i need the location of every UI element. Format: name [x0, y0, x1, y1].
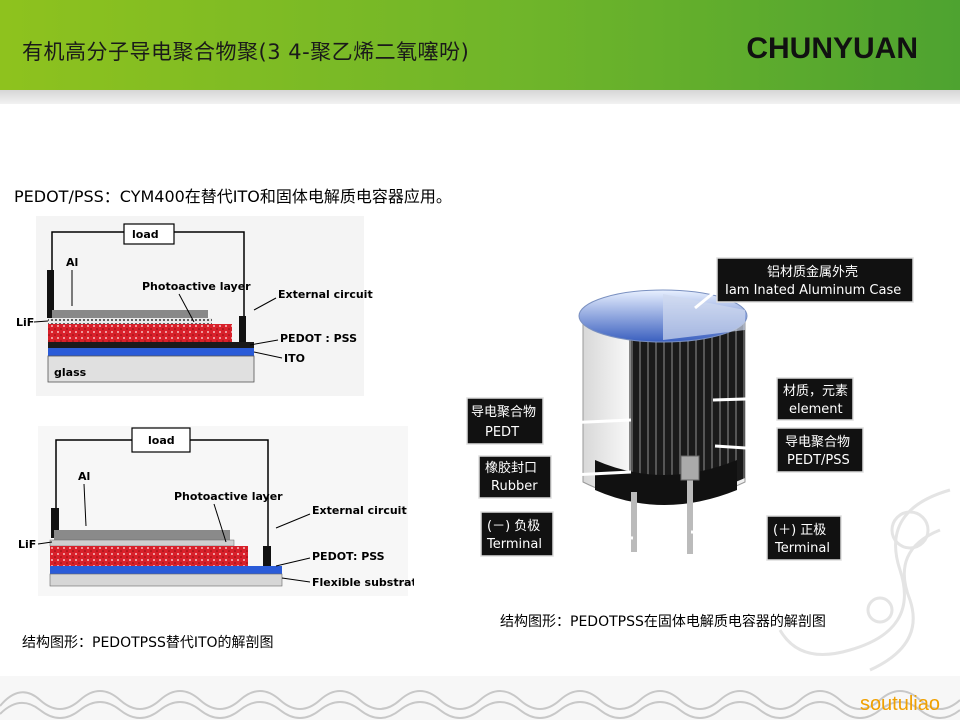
photoactive-layer	[48, 324, 232, 342]
positive-callout-line	[690, 530, 768, 536]
pedt-left-callout-box	[466, 397, 544, 445]
capacitor-caption: 结构图形：PEDOTPSS在固体电解质电容器的解剖图	[500, 614, 826, 630]
ito-layer	[50, 566, 282, 574]
capacitor-cutaway-diagram: 铝材质金属外壳 Iam Inated Aluminum Case 材质，元素 e…	[466, 257, 914, 561]
element-cn-label: 材质，元素	[783, 384, 848, 399]
al-electrode-post	[51, 508, 59, 538]
case-cn-label: 铝材质金属外壳	[767, 264, 858, 280]
pedot-layer	[48, 342, 254, 348]
positive-cn-label: (＋) 正极	[773, 523, 826, 538]
lif-arrow	[37, 541, 53, 545]
photoactive-label: Photoactive layer	[174, 490, 283, 503]
photoactive-layer	[50, 546, 248, 566]
al-electrode-post	[47, 270, 54, 318]
case-en-label: Iam Inated Aluminum Case	[725, 283, 901, 298]
decorative-cloud-border	[0, 676, 960, 720]
external-arrow	[253, 297, 277, 311]
pedot-label: PEDOT : PSS	[280, 332, 357, 345]
rubber-en-label: Rubber	[491, 479, 538, 494]
flexible-substrate-label: Flexible substrate	[312, 576, 414, 589]
external-circuit-label: External circuit	[278, 288, 373, 301]
al-arrow	[83, 483, 87, 527]
pedt-right-cn-label: 导电聚合物	[785, 435, 850, 450]
positive-terminal-cap	[680, 455, 700, 481]
lif-label: LiF	[16, 316, 34, 329]
ito-device-diagram: load Al Photoactive layer External circu…	[16, 216, 373, 396]
al-label: Al	[66, 256, 78, 269]
ito-caption: 结构图形：PEDOTPSS替代ITO的解剖图	[22, 635, 274, 651]
capacitor-winding	[630, 310, 745, 498]
pedot-electrode-post	[263, 546, 271, 568]
circuit-wire	[174, 231, 245, 320]
rubber-callout-line	[550, 470, 632, 478]
dragon-watermark-decoration	[778, 488, 951, 672]
ito-arrow	[253, 351, 283, 359]
positive-terminal-lead	[687, 478, 693, 554]
slide-subtitle: PEDOT/PSS：CYM400在替代ITO和固体电解质电容器应用。	[14, 187, 452, 206]
rubber-seal	[595, 460, 737, 505]
pedt-left-callout-line	[542, 418, 632, 426]
al-label: Al	[78, 470, 90, 483]
pedot-arrow	[249, 339, 279, 346]
load-box	[123, 223, 175, 245]
element-en-label: element	[789, 402, 843, 417]
lif-layer	[49, 539, 235, 547]
negative-callout-box	[480, 511, 554, 557]
positive-en-label: Terminal	[774, 541, 830, 556]
brand-logo-text: CHUNYUAN	[746, 32, 918, 65]
pedot-arrow	[275, 557, 311, 567]
rubber-callout-box	[478, 455, 552, 499]
negative-callout-line	[550, 532, 634, 540]
glass-layer	[47, 355, 255, 383]
pedt-right-callout-line	[714, 444, 778, 452]
pedt-left-cn-label: 导电聚合物	[471, 405, 536, 420]
pedot-label: PEDOT: PSS	[312, 550, 385, 563]
positive-callout-box	[766, 515, 842, 561]
photoactive-arrow	[213, 503, 227, 543]
external-circuit-label: External circuit	[312, 504, 407, 517]
pedot-electrode-post	[239, 316, 246, 344]
rubber-cn-label: 橡胶封口	[485, 460, 537, 476]
al-layer	[54, 530, 230, 540]
al-layer	[52, 310, 208, 318]
slide-header: 有机高分子导电聚合物聚(3 4-聚乙烯二氧噻吩) CHUNYUAN	[0, 0, 960, 90]
pedt-right-en-label: PEDT/PSS	[787, 453, 850, 468]
lif-label: LiF	[18, 538, 36, 551]
case-callout-line	[694, 288, 718, 310]
photoactive-arrow	[178, 293, 195, 323]
flexible-substrate-layer	[49, 573, 283, 587]
element-callout-line	[712, 396, 778, 402]
load-box	[131, 427, 191, 453]
pedt-left-en-label: PEDT	[485, 425, 519, 440]
external-arrow	[275, 513, 311, 529]
header-shadow	[0, 90, 960, 104]
photoactive-label: Photoactive layer	[142, 280, 251, 293]
pedt-right-callout-box	[776, 427, 864, 473]
lif-arrow	[33, 320, 49, 323]
substrate-arrow	[281, 577, 311, 583]
negative-cn-label: (－) 负极	[487, 519, 540, 534]
negative-terminal-lead	[631, 492, 637, 552]
load-label: load	[148, 434, 175, 447]
ito-label: ITO	[284, 352, 305, 365]
load-label: load	[132, 228, 159, 241]
element-callout-box	[776, 377, 854, 421]
case-top-cut	[663, 294, 745, 340]
circuit-wire	[55, 439, 132, 528]
circuit-wire	[190, 439, 269, 550]
slide-title: 有机高分子导电聚合物聚(3 4-聚乙烯二氧噻吩)	[22, 40, 470, 64]
flexible-device-diagram: load Al Photoactive layer External circu…	[18, 426, 414, 596]
glass-label: glass	[54, 366, 87, 379]
ito-layer	[48, 348, 254, 356]
source-watermark: soutuliao	[859, 693, 940, 715]
negative-en-label: Terminal	[486, 537, 542, 552]
case-callout-box	[716, 257, 914, 303]
lif-layer	[48, 318, 212, 324]
